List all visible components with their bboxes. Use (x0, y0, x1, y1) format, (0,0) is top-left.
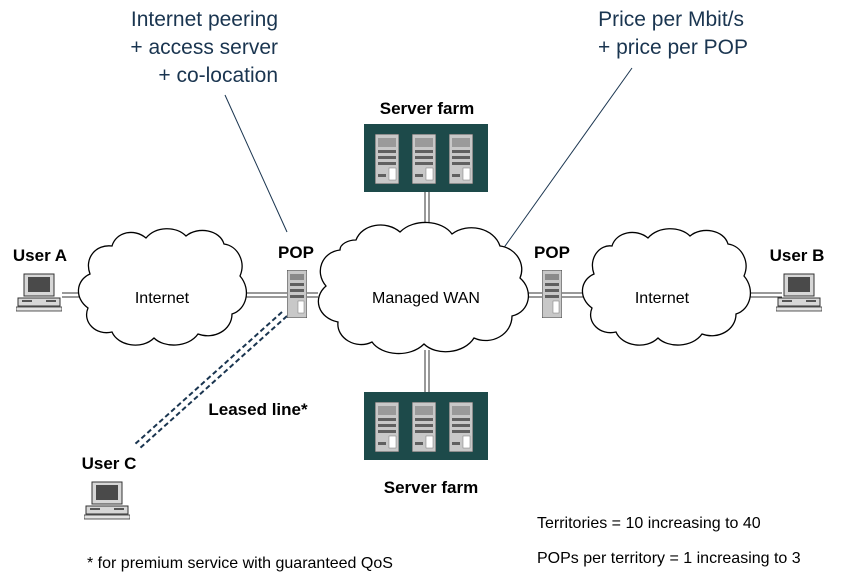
server-farm-bottom (364, 392, 488, 460)
note-pops: POPs per territory = 1 increasing to 3 (537, 550, 801, 567)
server-icon (412, 402, 436, 452)
cloud-internet-right (581, 228, 752, 346)
user-b-label: User B (770, 246, 825, 265)
cloud-managed-wan-label: Managed WAN (372, 290, 480, 307)
user-a-computer-icon (16, 273, 62, 312)
user-c-computer-icon (84, 481, 130, 520)
user-b-computer-icon (776, 273, 822, 312)
pop-right-label: POP (534, 243, 570, 262)
server-icon (375, 402, 399, 452)
leased-line (133, 311, 288, 450)
server-icon (449, 134, 473, 184)
server-icon (412, 134, 436, 184)
cloud-managed-wan (317, 221, 530, 355)
annotation-price-line1: Price per Mbit/s (598, 8, 744, 31)
server-farm-top-label: Server farm (380, 99, 475, 118)
server-farm-top (364, 124, 488, 192)
annotation-peering-line2: + access server (130, 36, 278, 59)
note-territories: Territories = 10 increasing to 40 (537, 515, 761, 532)
pop-right-server-icon (542, 270, 562, 318)
cloud-internet-right-label: Internet (635, 290, 690, 307)
pop-left-label: POP (278, 243, 314, 262)
server-farm-bottom-label: Server farm (384, 478, 479, 497)
cloud-internet-left (77, 228, 248, 346)
annotation-price-line2: + price per POP (598, 36, 748, 59)
annotation-peering-line1: Internet peering (131, 8, 278, 31)
callout-lines (224, 67, 633, 271)
user-a-label: User A (13, 246, 67, 265)
cloud-internet-left-label: Internet (135, 290, 190, 307)
pop-left-server-icon (287, 270, 307, 318)
user-c-label: User C (82, 454, 137, 473)
footnote: * for premium service with guaranteed Qo… (87, 555, 393, 572)
leased-line-label: Leased line* (208, 400, 308, 419)
annotation-peering-line3: + co-location (158, 64, 278, 87)
server-icon (449, 402, 473, 452)
server-icon (375, 134, 399, 184)
